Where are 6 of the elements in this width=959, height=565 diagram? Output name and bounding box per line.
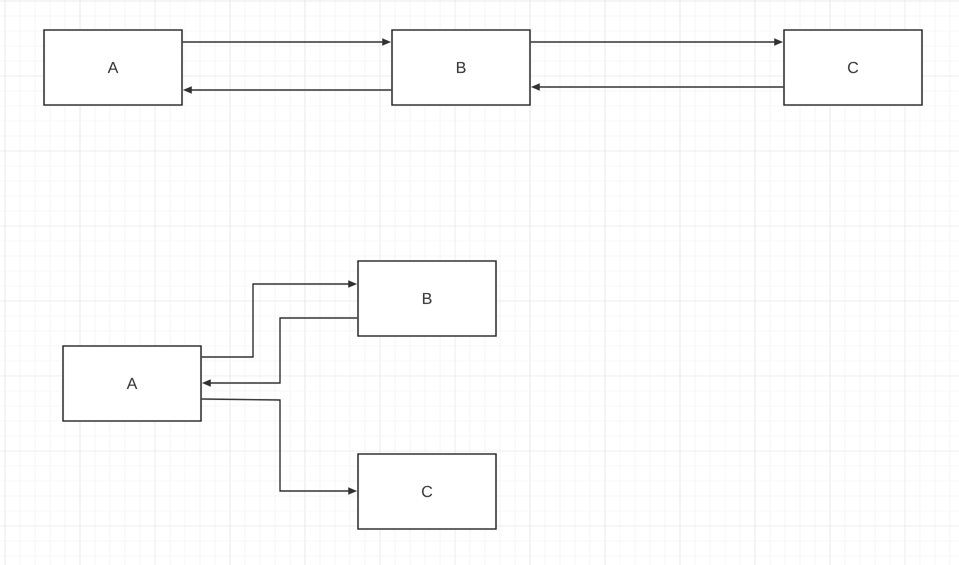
process-box: A xyxy=(43,29,183,106)
process-box: C xyxy=(357,453,497,530)
process-box: A xyxy=(62,345,202,422)
process-box: C xyxy=(783,29,923,106)
process-box: B xyxy=(391,29,531,106)
process-box: B xyxy=(357,260,497,337)
